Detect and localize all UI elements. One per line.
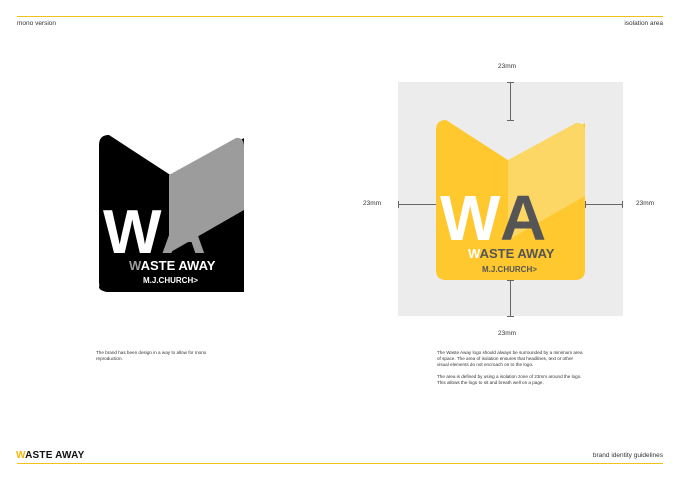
dim-line-top bbox=[510, 82, 511, 120]
header-rule bbox=[17, 16, 663, 17]
footer-title: brand identity guidelines bbox=[592, 452, 663, 459]
color-logo-w: W bbox=[440, 182, 501, 254]
dim-left: 23mm bbox=[363, 200, 382, 207]
color-logo: W A WASTE AWAY M.J.CHURCH> bbox=[436, 120, 585, 280]
dim-right: 23mm bbox=[636, 200, 655, 207]
color-logo-byline: M.J.CHURCH> bbox=[482, 265, 537, 274]
footer-rule bbox=[17, 463, 663, 464]
mono-logo-wordmark: WASTE AWAY bbox=[129, 258, 216, 273]
mono-caption: The brand has been design in a way to al… bbox=[96, 350, 207, 362]
mono-logo: W A WASTE AWAY M.J.CHURCH> bbox=[99, 135, 244, 292]
color-logo-wordmark: WASTE AWAY bbox=[468, 246, 555, 261]
dim-line-bottom bbox=[510, 280, 511, 316]
section-title-mono: mono version bbox=[17, 20, 57, 27]
dim-line-right bbox=[585, 204, 623, 205]
dim-top: 23mm bbox=[498, 63, 517, 70]
isolation-caption-p1: The Waste Away logo should always be sur… bbox=[437, 350, 583, 368]
color-logo-a: A bbox=[500, 182, 546, 254]
footer-brand-logo: WASTE AWAY bbox=[16, 450, 85, 461]
mono-logo-grey-flap bbox=[169, 137, 244, 253]
mono-logo-a: A bbox=[161, 198, 206, 267]
dim-bottom: 23mm bbox=[498, 330, 517, 337]
dim-line-left bbox=[398, 204, 436, 205]
mono-logo-w: W bbox=[103, 198, 162, 267]
isolation-caption-p2: The area is defined by using a isolation… bbox=[437, 373, 582, 385]
mono-logo-byline: M.J.CHURCH> bbox=[143, 276, 198, 285]
section-title-isolation: isolation area bbox=[624, 20, 663, 27]
color-logo-light-flap bbox=[508, 122, 585, 240]
isolation-caption: The Waste Away logo should always be sur… bbox=[437, 350, 585, 391]
